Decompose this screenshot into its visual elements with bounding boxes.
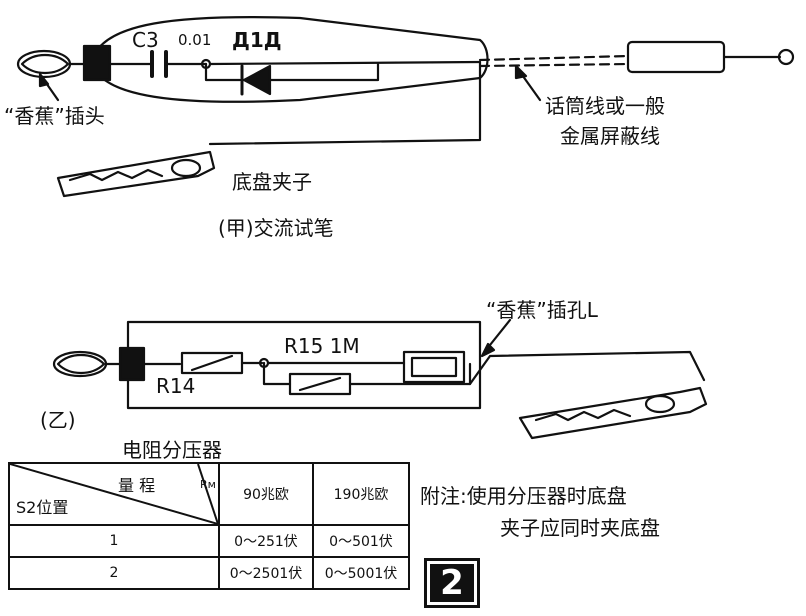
corner-top: 量 程: [118, 476, 156, 495]
row-v2: 0～5001伏: [312, 556, 410, 590]
clip-label: 底盘夹子: [232, 170, 312, 194]
note-line1: 附注:使用分压器时底盘: [420, 484, 627, 508]
row-v2: 0～501伏: [312, 524, 410, 558]
row-v1: 0～251伏: [218, 524, 314, 558]
row-pos: 2: [8, 556, 220, 590]
wire-label-line1: 话筒线或一般: [545, 94, 665, 118]
diode-label: Д1Д: [232, 28, 282, 52]
diode-symbol: [242, 64, 272, 96]
figure-number-badge: 2: [424, 558, 480, 608]
wire-label-line2: 金属屏蔽线: [560, 124, 660, 148]
r14-label: R14: [156, 374, 196, 398]
probe-a-handle: [626, 40, 726, 74]
r15-label: R15 1M: [284, 334, 360, 358]
socket-label: “香蕉”插孔L: [486, 298, 598, 322]
capacitor-label: C3: [132, 28, 159, 52]
col-header-1: 90兆欧: [218, 462, 314, 526]
banana-socket: [402, 350, 466, 384]
row-pos: 1: [8, 524, 220, 558]
corner-diagonal: [10, 464, 218, 524]
note-line2: 夹子应同时夹底盘: [500, 516, 660, 540]
capacitor-value: 0.01: [178, 31, 212, 49]
ground-clip-b: [518, 386, 708, 440]
table-row: 2 0～2501伏 0～5001伏: [8, 556, 410, 590]
corner-left: S2位置: [16, 498, 69, 517]
figure-b-caption: 电阻分压器: [122, 438, 222, 462]
plug-connector-a: [82, 44, 112, 82]
figure-b-label: (乙): [40, 408, 76, 432]
ground-clip-a: [56, 150, 216, 198]
range-table: 量 程 Rм S2位置 90兆欧 190兆欧 1 0～251伏 0～501伏 2…: [8, 462, 410, 590]
corner-rm: Rм: [200, 478, 216, 491]
figure-a-caption: (甲)交流试笔: [218, 216, 334, 240]
row-v1: 0～2501伏: [218, 556, 314, 590]
plug-connector-b: [118, 346, 146, 382]
banana-plug-label: “香蕉”插头: [4, 104, 105, 128]
table-row: 1 0～251伏 0～501伏: [8, 524, 410, 558]
table-corner-cell: 量 程 Rм S2位置: [8, 462, 220, 526]
col-header-2: 190兆欧: [312, 462, 410, 526]
